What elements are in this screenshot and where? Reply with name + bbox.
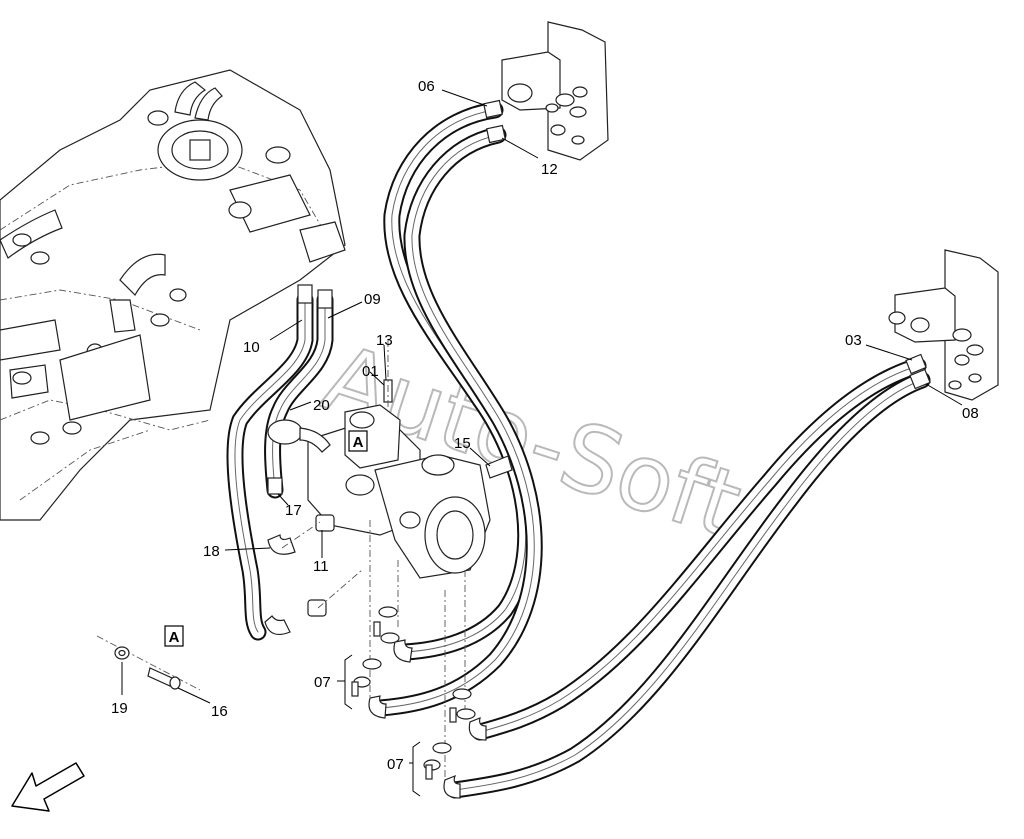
callout-10: 10	[243, 339, 260, 356]
callout-09: 09	[364, 291, 381, 308]
callout-19: 19	[111, 700, 128, 717]
callout-18: 18	[203, 543, 220, 560]
callout-17: 17	[285, 502, 302, 519]
hose-assemblies	[226, 101, 931, 799]
hydraulic-pump-assembly	[267, 379, 513, 617]
callout-07-upper: 07	[314, 674, 331, 691]
upper-valve-block	[501, 21, 609, 161]
hose-fittings	[264, 99, 931, 799]
engine-housing	[0, 69, 346, 521]
direction-arrow-icon	[11, 762, 85, 812]
callout-16: 16	[211, 703, 228, 720]
callout-08: 08	[962, 405, 979, 422]
callout-13: 13	[376, 332, 393, 349]
callout-06: 06	[418, 78, 435, 95]
flange-kit-upper	[344, 606, 400, 710]
bolt-and-washer	[114, 646, 181, 690]
leader-lines	[121, 89, 963, 764]
svg-text:A: A	[169, 629, 180, 646]
callout-20: 20	[313, 397, 330, 414]
callout-12: 12	[541, 161, 558, 178]
callout-15: 15	[454, 435, 471, 452]
right-valve-block	[888, 249, 999, 401]
detail-box-a-reference: A	[164, 625, 184, 647]
flange-kit-lower	[412, 688, 476, 797]
callout-03: 03	[845, 332, 862, 349]
callout-01: 01	[362, 363, 379, 380]
callout-11: 11	[313, 558, 329, 575]
callout-labels: 06 12 09 10 13 01 20 15 17 18 11 03 08 0…	[111, 78, 979, 773]
callout-07-lower: 07	[387, 756, 404, 773]
detail-box-a-pump: A	[348, 430, 368, 452]
svg-text:A: A	[353, 434, 364, 451]
